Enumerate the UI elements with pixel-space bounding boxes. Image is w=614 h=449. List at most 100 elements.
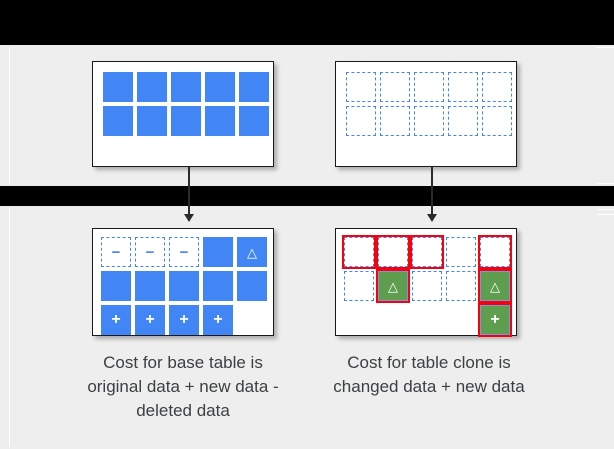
cell-solid-plus[interactable]: +	[203, 305, 233, 335]
plus-icon: +	[179, 311, 189, 328]
cell-dashed[interactable]	[446, 237, 476, 267]
cell-dashed-highlighted[interactable]	[478, 235, 512, 269]
cell-dashed-highlighted[interactable]	[376, 235, 410, 269]
cell-dashed[interactable]	[346, 72, 376, 102]
table-row	[342, 235, 512, 269]
top-left-table-card[interactable]	[92, 61, 274, 167]
table-row: − − − △	[101, 237, 267, 267]
cell-slot: +	[169, 305, 199, 335]
cell-green-triangle-highlighted[interactable]: △	[376, 269, 410, 303]
top-black-band	[0, 0, 614, 45]
cell-solid[interactable]	[203, 237, 233, 267]
cell-dashed-minus[interactable]: −	[101, 237, 131, 267]
cell-dashed-minus[interactable]: −	[169, 237, 199, 267]
cell-slot	[346, 72, 376, 102]
cell-dashed[interactable]	[482, 106, 512, 136]
cell-solid-plus[interactable]: +	[135, 305, 165, 335]
cell-slot	[239, 106, 269, 136]
minus-icon: −	[179, 243, 189, 261]
cell-slot	[203, 237, 233, 267]
cell-slot	[378, 305, 408, 335]
cell-dashed[interactable]	[448, 106, 478, 136]
cell-green-plus-highlighted[interactable]: +	[478, 303, 512, 337]
cell-slot	[482, 72, 512, 102]
cell-slot	[137, 72, 167, 102]
cell-slot	[205, 72, 235, 102]
table-row: △△	[344, 269, 512, 303]
cell-green-triangle-highlighted[interactable]: △	[478, 269, 512, 303]
cell-slot	[103, 72, 133, 102]
table-row: +	[344, 303, 512, 337]
cell-slot	[446, 237, 476, 267]
cell-slot	[380, 72, 410, 102]
cell-solid[interactable]	[171, 72, 201, 102]
cell-solid[interactable]	[101, 271, 131, 301]
cell-solid[interactable]	[103, 106, 133, 136]
cell-empty	[237, 305, 267, 335]
arrow-table-clone-head	[427, 214, 437, 222]
cell-slot	[101, 271, 131, 301]
cell-solid[interactable]	[137, 106, 167, 136]
cell-dashed[interactable]	[380, 106, 410, 136]
cell-solid[interactable]	[171, 106, 201, 136]
cell-dashed-highlighted[interactable]	[410, 235, 444, 269]
cell-dashed[interactable]	[344, 271, 374, 301]
cell-solid[interactable]	[205, 106, 235, 136]
right-edge-line-lower	[597, 209, 614, 210]
top-left-grid	[103, 72, 269, 136]
cell-slot	[171, 106, 201, 136]
bottom-left-table-card[interactable]: −−−△++++	[92, 228, 274, 336]
cell-solid[interactable]	[135, 271, 165, 301]
cell-dashed[interactable]	[482, 72, 512, 102]
cell-solid[interactable]	[137, 72, 167, 102]
cell-solid[interactable]	[203, 271, 233, 301]
table-row	[103, 72, 269, 102]
right-edge-line-lower2	[597, 214, 614, 215]
top-right-table-card[interactable]	[335, 61, 517, 167]
table-row	[346, 106, 512, 136]
cell-solid[interactable]	[239, 72, 269, 102]
cell-dashed[interactable]	[346, 106, 376, 136]
cell-slot	[237, 271, 267, 301]
cell-solid-plus[interactable]: +	[101, 305, 131, 335]
cell-slot	[346, 106, 376, 136]
cell-dashed[interactable]	[380, 72, 410, 102]
caption-table-clone: Cost for table clone is changed data + n…	[333, 353, 525, 397]
cell-dashed[interactable]	[412, 271, 442, 301]
cell-dashed[interactable]	[414, 72, 444, 102]
cell-slot	[414, 106, 444, 136]
cell-solid[interactable]	[237, 271, 267, 301]
triangle-icon: △	[388, 278, 398, 294]
table-row	[103, 106, 269, 136]
cell-slot	[342, 235, 376, 269]
cell-slot: −	[169, 237, 199, 267]
cell-dashed-minus[interactable]: −	[135, 237, 165, 267]
cell-solid-plus[interactable]: +	[169, 305, 199, 335]
cell-solid[interactable]	[169, 271, 199, 301]
cell-solid[interactable]	[103, 72, 133, 102]
bottom-right-table-card[interactable]: △△+	[335, 228, 517, 337]
cell-slot	[448, 72, 478, 102]
cell-slot: −	[101, 237, 131, 267]
arrow-table-clone-line	[431, 167, 433, 216]
cell-slot	[344, 271, 374, 301]
cell-slot	[414, 72, 444, 102]
table-row: ++++	[101, 305, 267, 335]
left-edge-line-upper	[9, 47, 10, 184]
cell-solid[interactable]	[205, 72, 235, 102]
minus-icon: −	[111, 243, 121, 261]
cell-dashed[interactable]	[448, 72, 478, 102]
cell-dashed-highlighted[interactable]	[342, 235, 376, 269]
plus-icon: +	[490, 311, 500, 328]
bottom-right-grid: △△+	[342, 235, 512, 337]
cell-slot	[344, 305, 374, 335]
cell-solid-triangle[interactable]: △	[237, 237, 267, 267]
minus-icon: −	[145, 243, 155, 261]
cell-dashed[interactable]	[446, 271, 476, 301]
cell-empty	[412, 305, 442, 335]
cell-solid[interactable]	[239, 106, 269, 136]
cell-slot	[205, 106, 235, 136]
bottom-left-grid: −−−△++++	[101, 237, 267, 335]
cell-dashed[interactable]	[414, 106, 444, 136]
